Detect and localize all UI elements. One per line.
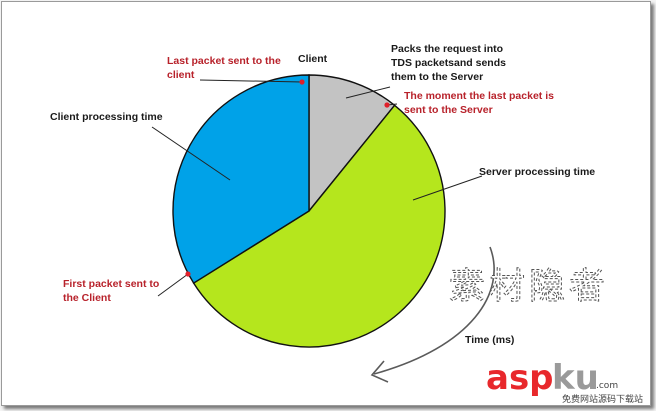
slice-server-processing-time [192,104,446,348]
slice-client-processing-time [172,74,310,285]
label-last-packet-line2: client [167,69,195,81]
label-server-processing: Server processing time [479,166,595,178]
marker-top [299,79,305,85]
label-client-processing: Client processing time [50,111,163,123]
label-time: Time (ms) [465,334,514,346]
label-packs-line3: them to the Server [391,71,483,83]
label-moment-line1: The moment the last packet is [404,90,554,102]
pie-diagram: Client Packs the request into TDS packet… [50,43,643,405]
label-first-packet-line1: First packet sent to [63,278,159,290]
label-packs-line1: Packs the request into [391,43,503,55]
leader-server-processing [412,175,483,201]
label-client: Client [298,53,328,65]
label-packs-line2: TDS packetsand sends [391,57,506,69]
label-moment-line2: sent to the Server [404,104,493,116]
brand-sub: 免费网站源码下载站 [562,393,643,405]
brand-ku: ku [552,358,599,398]
watermark-chinese: 素材隐者 [449,266,609,307]
pie-slices [172,74,446,348]
leader-packs [345,86,391,99]
time-arrow-head [370,360,389,383]
time-arrow [373,246,495,375]
marker-moment [384,102,390,108]
label-first-packet-line2: the Client [63,292,111,304]
leader-client-processing [151,126,231,181]
leader-first-packet [157,273,189,297]
brand-asp: asp [486,358,554,398]
brand-com: .com [596,381,618,391]
brand-logo: asp ku .com 免费网站源码下载站 [486,358,643,405]
image-frame: Client Packs the request into TDS packet… [1,1,651,406]
leader-last-packet [199,79,303,83]
marker-first-packet [185,271,191,277]
label-last-packet-line1: Last packet sent to the [167,55,281,67]
slice-client [308,74,396,213]
